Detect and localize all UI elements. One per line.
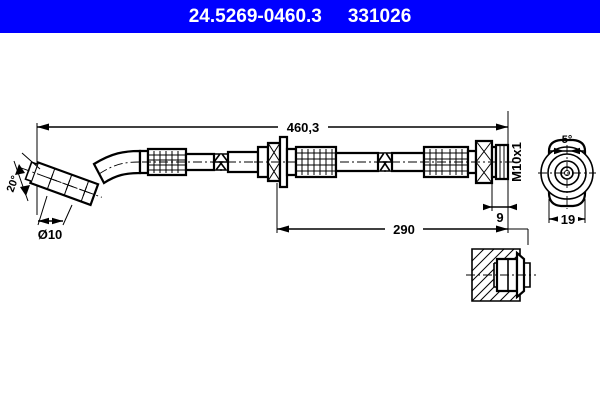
mid-length-dimension	[276, 183, 509, 238]
overall-length-value: 460,3	[287, 120, 320, 135]
banjo-diameter-value: Ø10	[38, 227, 63, 242]
end-angle-value: 5°	[562, 134, 573, 146]
header-banner: 24.5269-0460.3 331026	[0, 0, 600, 33]
hose-section-left	[138, 147, 262, 177]
hose-section-right	[294, 145, 430, 179]
part-number-label: 24.5269-0460.3	[188, 5, 322, 27]
thread-spec-label: M10x1	[509, 142, 524, 182]
end-view-detail	[538, 138, 596, 209]
mid-length-value: 290	[393, 222, 415, 237]
end-angle-dimension	[550, 147, 584, 155]
thread-length-dimension	[483, 179, 517, 211]
right-end-fitting	[420, 139, 514, 185]
reference-number-label: 331026	[347, 5, 412, 27]
end-width-value: 19	[561, 212, 575, 227]
left-banjo-fitting	[20, 149, 143, 207]
banjo-angle-dimension	[13, 152, 41, 202]
middle-bulkhead-fitting	[254, 135, 300, 211]
section-detail-view	[466, 228, 536, 302]
end-width-dimension	[548, 199, 586, 227]
thread-length-value: 9	[496, 210, 503, 225]
overall-length-dimension	[36, 111, 509, 215]
banjo-diameter-dimension	[37, 195, 73, 226]
banjo-angle-value: 20°	[5, 174, 22, 194]
drawing-canvas: 460,3 290	[0, 33, 600, 400]
